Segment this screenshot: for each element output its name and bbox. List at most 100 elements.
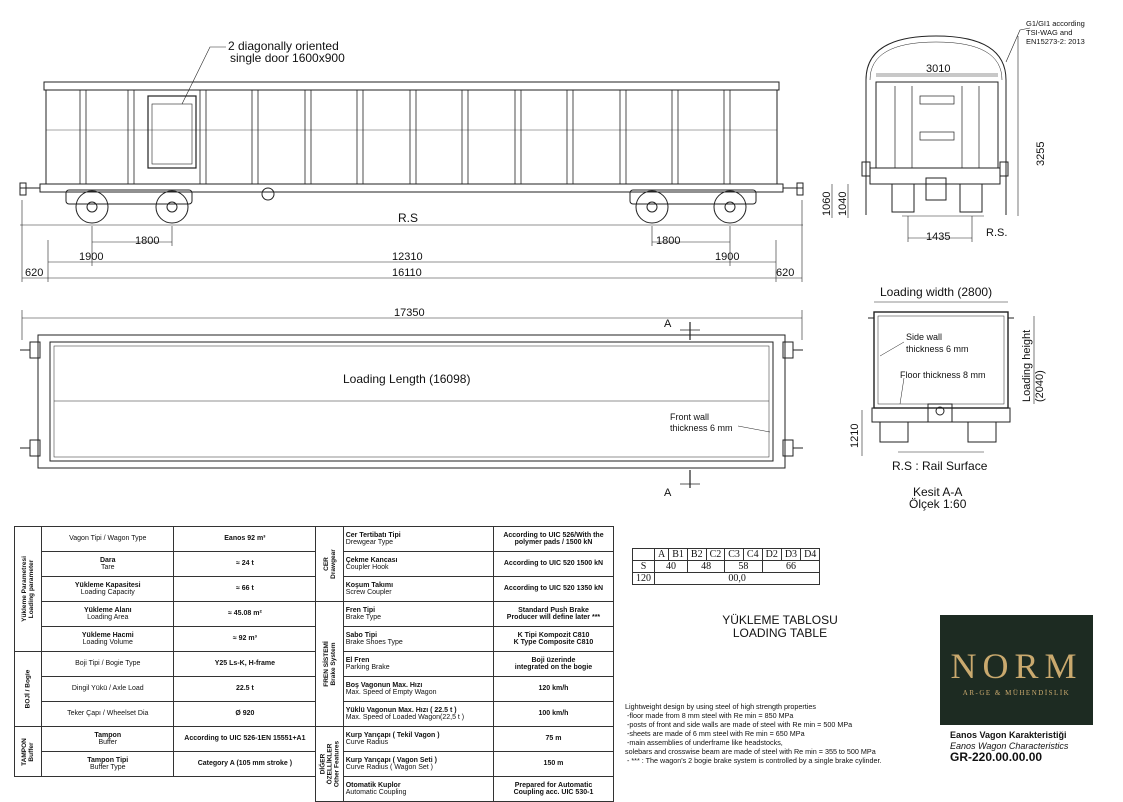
wheel-value: Ø 920 [173, 701, 317, 727]
wagon-type-label: Vagon Tipi / Wagon Type [69, 535, 147, 543]
buffer-type-tr: Tampon Tipi [87, 756, 129, 764]
row-s-d: 66 [761, 560, 821, 573]
row-s-a: 40 [654, 560, 688, 573]
dim-overhang-b: 1900 [715, 251, 739, 263]
buffer-en: Buffer [98, 739, 118, 746]
speed-loaded-value: 100 km/h [492, 701, 615, 727]
loading-table-row-120: 120 00,0 [632, 572, 821, 585]
dim-pivot: 12310 [392, 251, 423, 263]
buffer-value: According to UIC 526-1EN 15551+A1 [173, 726, 317, 752]
loading-table-title-en: LOADING TABLE [732, 626, 828, 640]
dim-bogie-b: 1800 [656, 235, 680, 247]
loading-table-col-blank [632, 548, 655, 561]
drawgear-tr: Cer Tertibatı Tipi [345, 531, 401, 539]
wheel-label: Teker Çapı / Wheelset Dia [41, 701, 175, 727]
dim-bogie-a: 1800 [135, 235, 159, 247]
buffer-type-value: Category A (105 mm stroke ) [173, 751, 317, 777]
speed-empty-en: Max. Speed of Empty Wagon [345, 689, 437, 696]
speed-loaded-tr: Yüklü Vagonun Max. Hızı ( 22.5 t ) [345, 706, 457, 714]
loading-table-col-a: A [653, 548, 670, 561]
loading-table-title-tr: YÜKLEME TABLOSU [722, 613, 838, 627]
logo-main: NORM [950, 646, 1083, 686]
parking-en: Parking Brake [345, 664, 390, 671]
row-s-b: 48 [686, 560, 726, 573]
speed-loaded-en: Max. Speed of Loaded Wagon(22,5 t ) [345, 714, 465, 721]
tare-tr: Dara [99, 556, 116, 564]
drawgear-en: Drewgear Type [345, 539, 394, 546]
section-mark-top: A [664, 318, 672, 330]
loading-table-row-s: S 40 48 58 66 [632, 560, 821, 573]
capacity-value: ≈ 66 t [173, 576, 317, 602]
brake-en: Brake Type [345, 614, 381, 621]
hook-en: Coupler Hook [345, 564, 389, 571]
title-tr: Eanos Vagon Karakteristiği [950, 730, 1067, 740]
volume-tr: Yükleme Hacmi [81, 631, 134, 639]
axle-load-value: 22.5 t [173, 676, 317, 702]
curve-single-value: 75 m [492, 726, 615, 752]
hook-tr: Çekme Kancası [345, 556, 398, 564]
row-120-value: 00,0 [653, 572, 821, 585]
section-dim-floor: 1210 [849, 424, 861, 448]
design-notes: Lightweight design by using steel of hig… [625, 702, 882, 765]
volume-en: Loading Volume [82, 639, 133, 646]
row-s-label: S [632, 560, 655, 573]
end-dim-height: 3255 [1035, 142, 1047, 166]
screw-value: According to UIC 520 1350 kN [492, 576, 615, 602]
shoe-tr: Sabo Tipi [345, 631, 378, 639]
loading-table-col-d2: D2 [761, 548, 782, 561]
loading-table-col-d4: D4 [800, 548, 821, 561]
loading-table-col-c2: C2 [705, 548, 726, 561]
title-block: Eanos Vagon Karakteristiği Eanos Wagon C… [950, 730, 1100, 763]
end-view [831, 27, 1031, 242]
curve-single-tr: Kurp Yarıçapı ( Tekil Vagon ) [345, 731, 440, 739]
speed-empty-tr: Boş Vagonun Max. Hızı [345, 681, 423, 689]
group-bogie: BOJİ / Bogie [13, 651, 43, 727]
hook-value: According to UIC 520 1500 kN [492, 551, 615, 577]
screw-en: Screw Coupler [345, 589, 392, 596]
side-view [19, 46, 804, 282]
tare-en: Tare [100, 564, 115, 571]
shoe-en: Brake Shoes Type [345, 639, 403, 646]
screw-tr: Koşum Takımı [345, 581, 394, 589]
capacity-tr: Yükleme Kapasitesi [74, 581, 141, 589]
curve-set-en: Curve Radius ( Wagon Set ) [345, 764, 433, 771]
section-rs-label: R.S : Rail Surface [892, 459, 988, 473]
axle-load-label: Dingil Yükü / Axle Load [41, 676, 175, 702]
side-rs-label: R.S [398, 211, 418, 225]
volume-value: ≈ 92 m³ [173, 626, 317, 652]
loading-table-col-d3: D3 [780, 548, 802, 561]
loading-table-col-c3: C3 [724, 548, 744, 561]
section-mark-bottom: A [664, 487, 672, 499]
dim-buffer-a: 620 [25, 267, 43, 279]
loading-width: Loading width (2800) [880, 285, 992, 299]
bogie-type-value: Y25 Ls-K, H-frame [173, 651, 317, 677]
speed-empty-value: 120 km/h [492, 676, 615, 702]
drawing-number: GR-220.00.00.00 [950, 750, 1043, 764]
dim-buffer-b: 620 [776, 267, 794, 279]
area-en: Loading Area [87, 614, 129, 621]
wagon-type-value: Eanos 92 m³ [173, 526, 317, 552]
curve-set-tr: Kurp Yarıçapı ( Vagon Seti ) [345, 756, 437, 764]
area-value: ≈ 45.08 m² [173, 601, 317, 627]
loading-table-col-c4: C4 [742, 548, 763, 561]
dim-overhang-a: 1900 [79, 251, 103, 263]
row-120-label: 120 [632, 572, 655, 585]
auto-en: Automatic Coupling [345, 789, 407, 796]
buffer-tr: Tampon [94, 731, 122, 739]
end-rs-label: R.S. [986, 227, 1007, 239]
loading-table-col-b2: B2 [686, 548, 707, 561]
